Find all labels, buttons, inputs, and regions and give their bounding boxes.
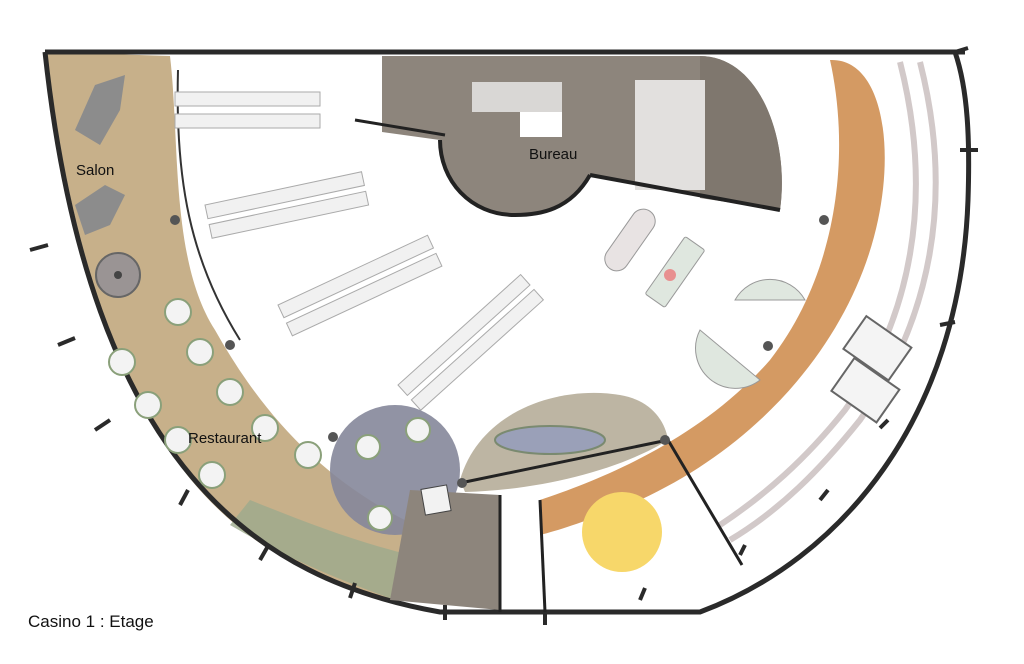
restaurant-floor-lower: [230, 500, 410, 600]
bureau-block: [354, 56, 782, 218]
salon-floor: [45, 52, 415, 600]
round-meeting-tables: [355, 417, 431, 531]
meeting-tables: [604, 208, 806, 389]
wall-pillars: [29, 46, 978, 625]
room-label-restaurant: Restaurant: [188, 430, 262, 447]
inner-wall-arc: [176, 69, 241, 341]
lower-room: [390, 490, 500, 610]
lift-boxes: [830, 314, 913, 424]
classroom-tables: [174, 91, 545, 411]
room-label-bureau: Bureau: [529, 146, 578, 163]
corridor-ring: [540, 60, 885, 535]
salon-sofas: [75, 75, 141, 298]
pillars: [170, 215, 829, 488]
room-label-salon: Salon: [76, 162, 115, 179]
restaurant-tables: [108, 298, 322, 489]
page-caption: Casino 1 : Etage: [28, 612, 154, 631]
stage-circle: [582, 492, 662, 572]
